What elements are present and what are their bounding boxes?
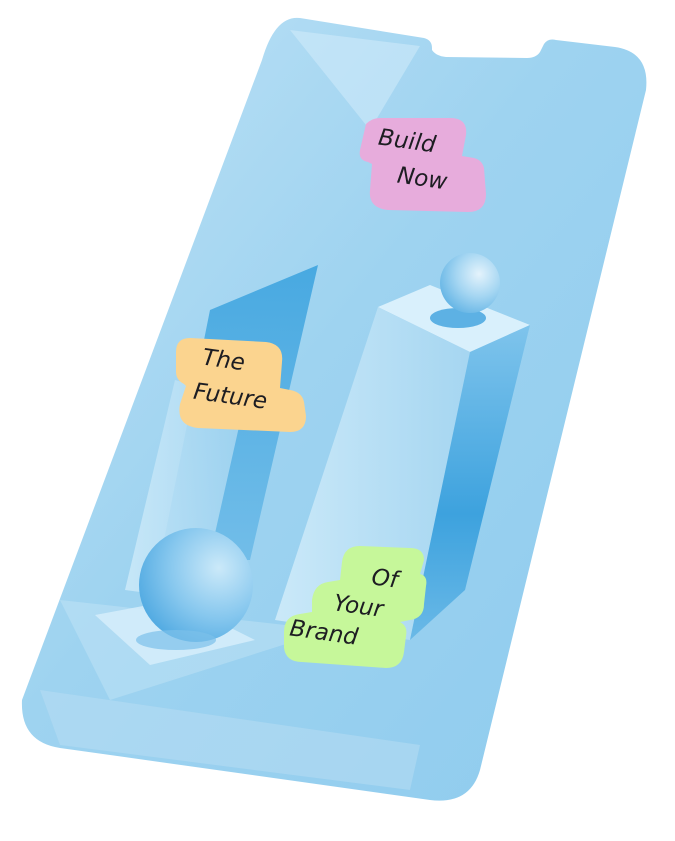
right-pillar-hole xyxy=(430,308,486,328)
sphere-icon xyxy=(440,253,500,313)
phone-facet-top xyxy=(290,30,420,130)
label-build-now-bg xyxy=(359,118,486,212)
label-the-future: The Future xyxy=(192,345,273,415)
label-of-your-brand-line2: Your xyxy=(331,590,385,623)
phone-floor xyxy=(40,690,420,790)
label-of-your-brand-bg xyxy=(284,546,427,668)
sphere-shadow xyxy=(136,630,216,650)
right-pillar-side xyxy=(410,325,530,640)
label-of-your-brand: Of Your Brand xyxy=(288,556,399,654)
sphere-icon xyxy=(139,528,253,642)
left-pillar-front xyxy=(125,380,245,600)
label-the-future-bg xyxy=(176,338,306,432)
label-build-now: Build Now xyxy=(368,125,453,196)
label-of-your-brand-line1: Of xyxy=(369,564,400,594)
